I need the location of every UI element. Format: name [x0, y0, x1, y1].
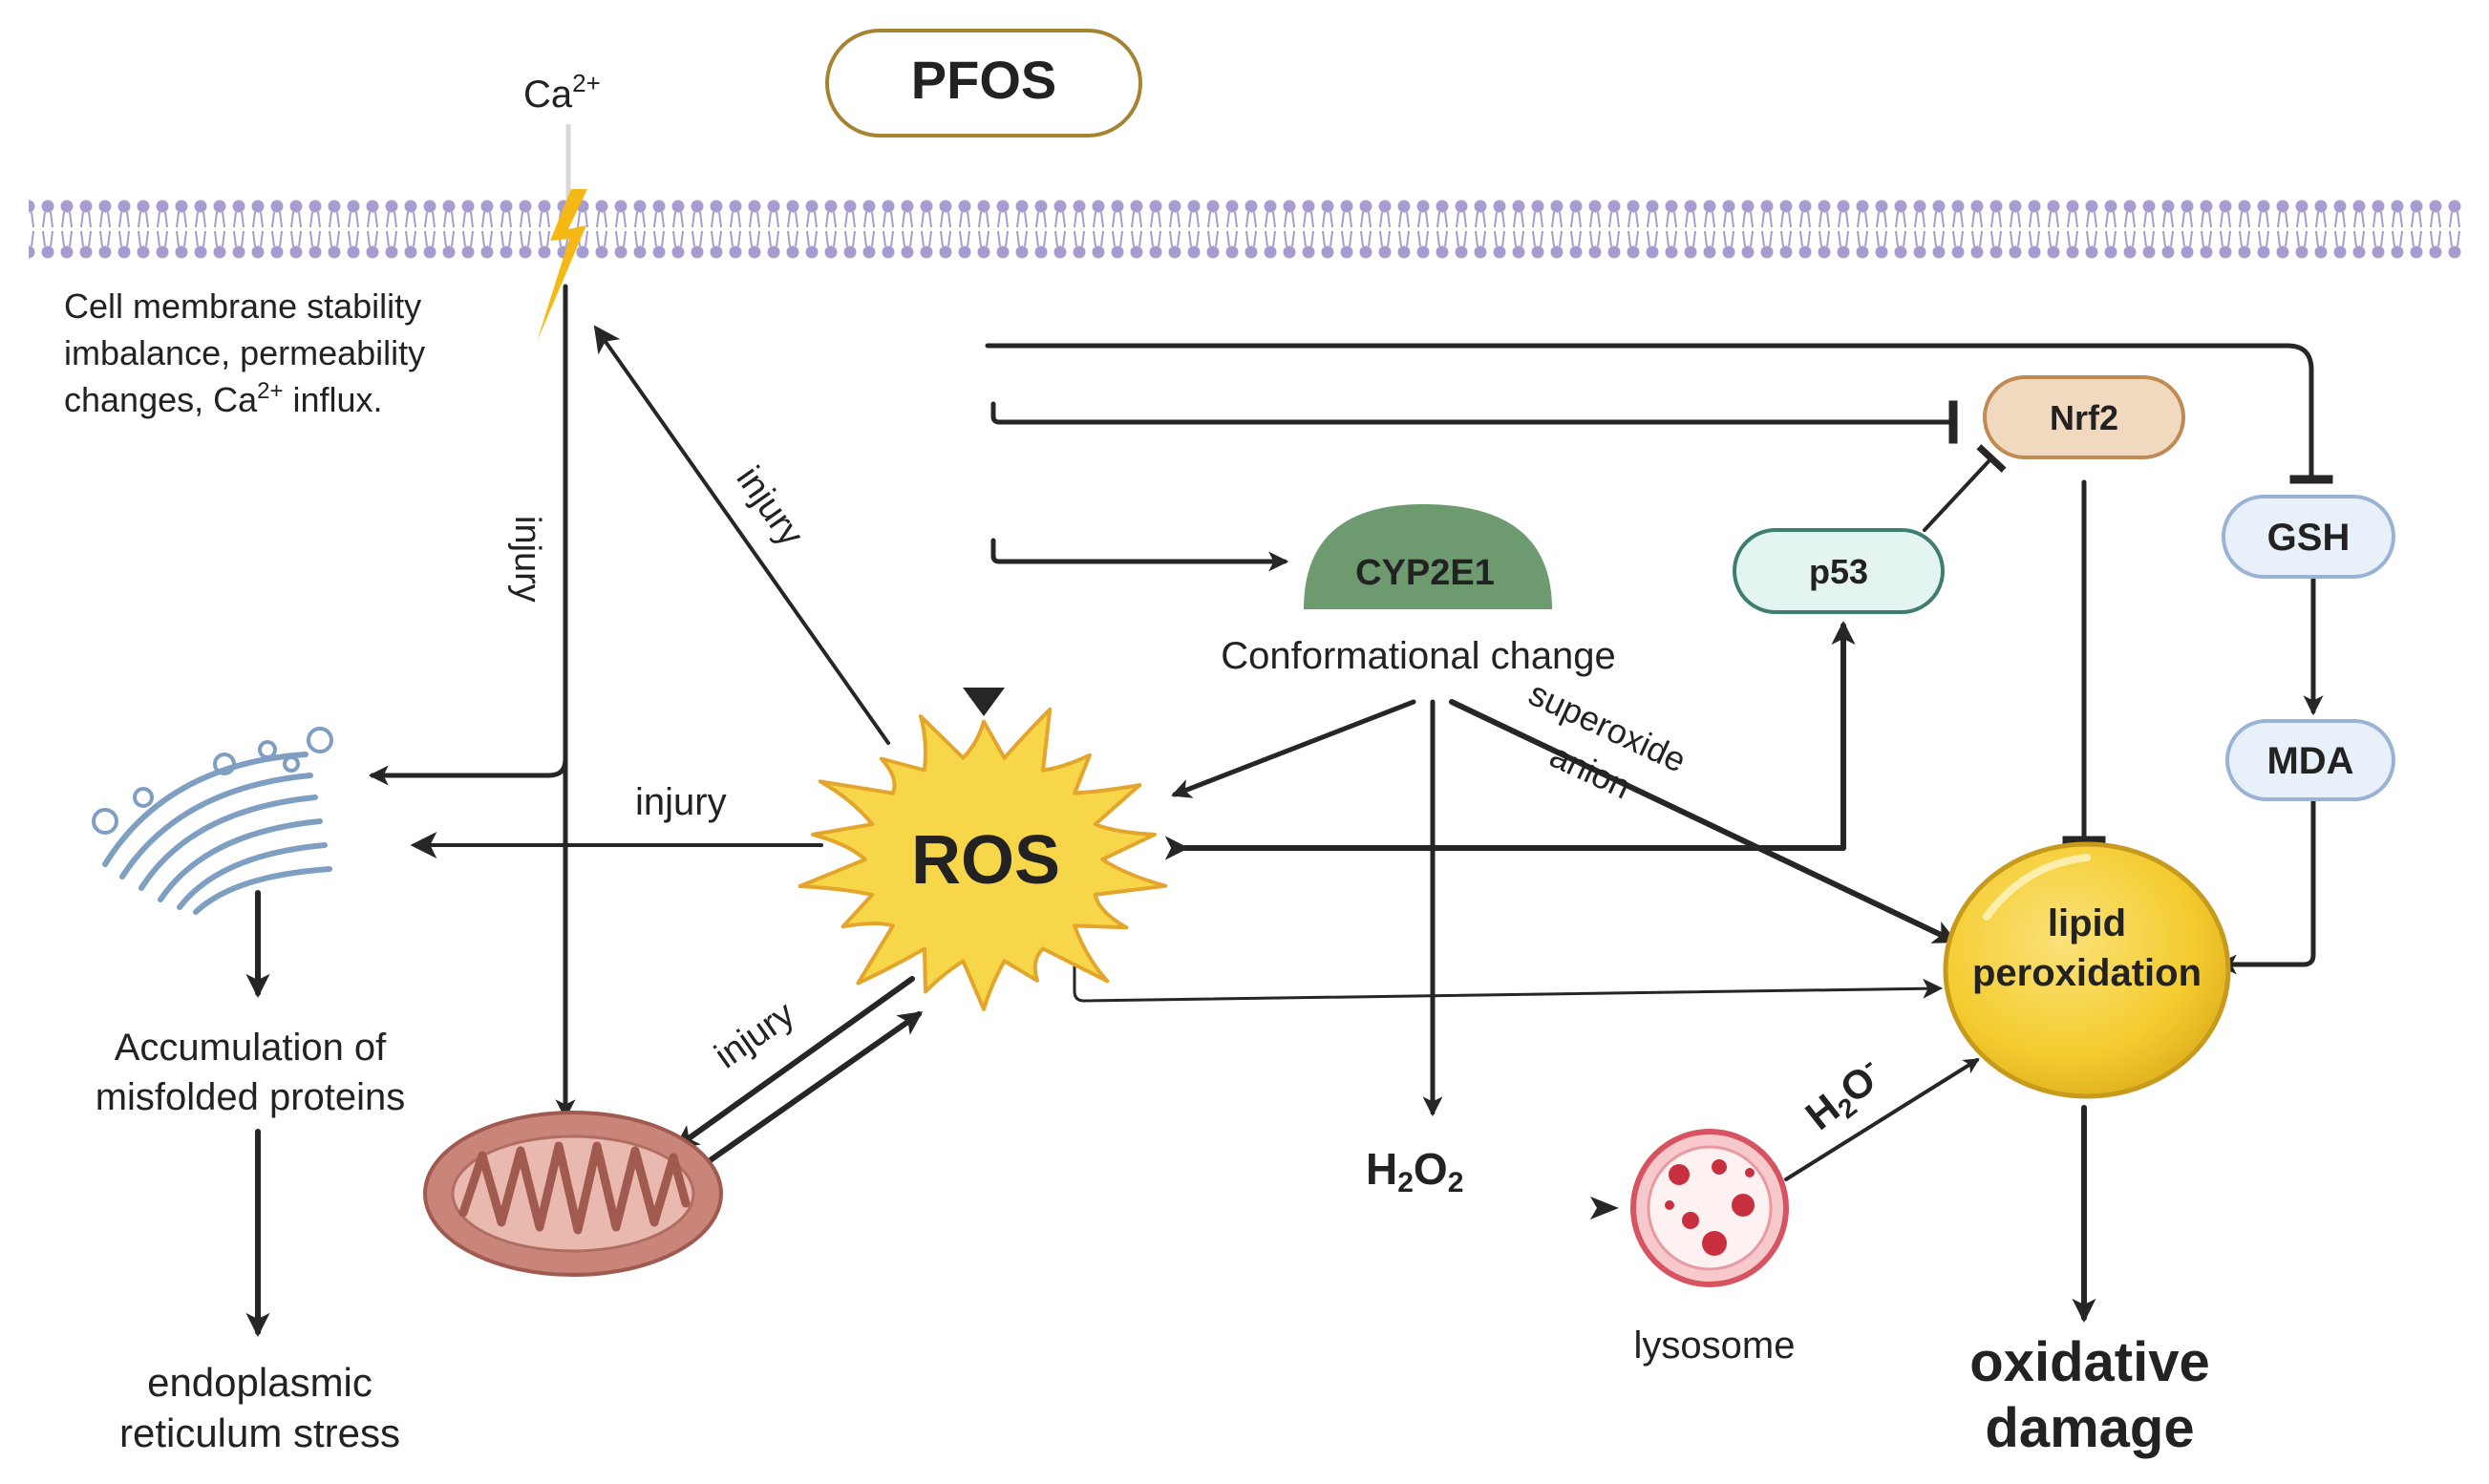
lysosome-to-lipid-arrow	[1784, 1058, 1980, 1181]
cell-membrane	[29, 199, 2464, 260]
cyp2e1-label: CYP2E1	[1355, 553, 1495, 593]
mitochondria-to-lysosome-arrowhead	[1590, 1197, 1619, 1219]
membrane-line-3: changes, Ca2+ influx.	[64, 378, 383, 419]
p53-label: p53	[1809, 552, 1868, 591]
misfolded-line1: Accumulation of	[115, 1027, 387, 1069]
h2o-label: H2O-	[1796, 1049, 1894, 1142]
lightning-icon	[537, 189, 587, 342]
pfos-inhibits-gsh-line	[985, 343, 2333, 484]
gsh-label: GSH	[2267, 517, 2351, 559]
er-stress-line1: endoplasmic	[147, 1360, 372, 1405]
ros-node: ROS	[798, 707, 1168, 1011]
pfos-label: PFOS	[911, 50, 1056, 110]
ros-injury-membrane-arrow	[593, 325, 890, 745]
mda-to-lipid-arrow	[2216, 797, 2316, 975]
lysosome-label: lysosome	[1634, 1325, 1796, 1367]
nrf2-label: Nrf2	[2050, 398, 2118, 437]
nrf2-node: Nrf2	[1983, 375, 2185, 459]
gsh-node: GSH	[2222, 495, 2395, 579]
endoplasmic-reticulum-icon	[92, 727, 333, 915]
pfos-node: PFOS	[825, 29, 1142, 138]
membrane-line-1: Cell membrane stability	[64, 286, 421, 326]
lipid-peroxidation-node: lipid peroxidation	[1943, 841, 2231, 1099]
lysosome-icon	[1630, 1129, 1789, 1287]
mitochondria-icon	[423, 1111, 723, 1277]
er-stress-line2: reticulum stress	[119, 1410, 400, 1455]
h2o2-label: H2O2	[1366, 1144, 1463, 1198]
mda-label: MDA	[2266, 740, 2353, 782]
superoxide-to-lipid-arrow	[1449, 699, 1958, 943]
pfos-to-cyp2e1-arrow	[990, 538, 1289, 572]
cyp2e1-node: CYP2E1	[1304, 504, 1552, 609]
oxidative-damage-line2: damage	[1985, 1397, 2194, 1459]
membrane-description: Cell membrane stability imbalance, perme…	[64, 286, 425, 419]
pfos-to-ros-arrowhead	[963, 688, 1005, 716]
calcium-label: Ca2+	[523, 69, 601, 116]
lipid-label-line2: peroxidation	[1972, 952, 2202, 994]
mitochondria-to-ros-arrow	[690, 1011, 924, 1176]
oxidative-damage-line1: oxidative	[1969, 1331, 2209, 1393]
ros-p53-bidirectional-arrow	[1164, 620, 1856, 860]
injury-vertical-label: injury	[507, 516, 547, 603]
p53-inhibits-nrf2-line	[1923, 444, 2007, 532]
misfolded-line2: misfolded proteins	[96, 1076, 406, 1118]
lipid-label-line1: lipid	[2048, 902, 2126, 944]
ros-to-lipid-arrow	[1073, 901, 1944, 1003]
conformational-to-ros-arrow	[1171, 699, 1416, 798]
mda-node: MDA	[2225, 719, 2395, 801]
ros-label: ROS	[911, 822, 1060, 899]
injury-er-label: injury	[635, 781, 727, 823]
ros-injury-mitochondria-arrow	[673, 976, 915, 1149]
injury-diagonal-label: injury	[729, 459, 811, 553]
conformational-change-label: Conformational change	[1221, 635, 1616, 677]
membrane-line-2: imbalance, permeability	[64, 333, 425, 372]
p53-node: p53	[1733, 528, 1945, 614]
pfos-inhibits-nrf2-line	[990, 400, 1958, 444]
